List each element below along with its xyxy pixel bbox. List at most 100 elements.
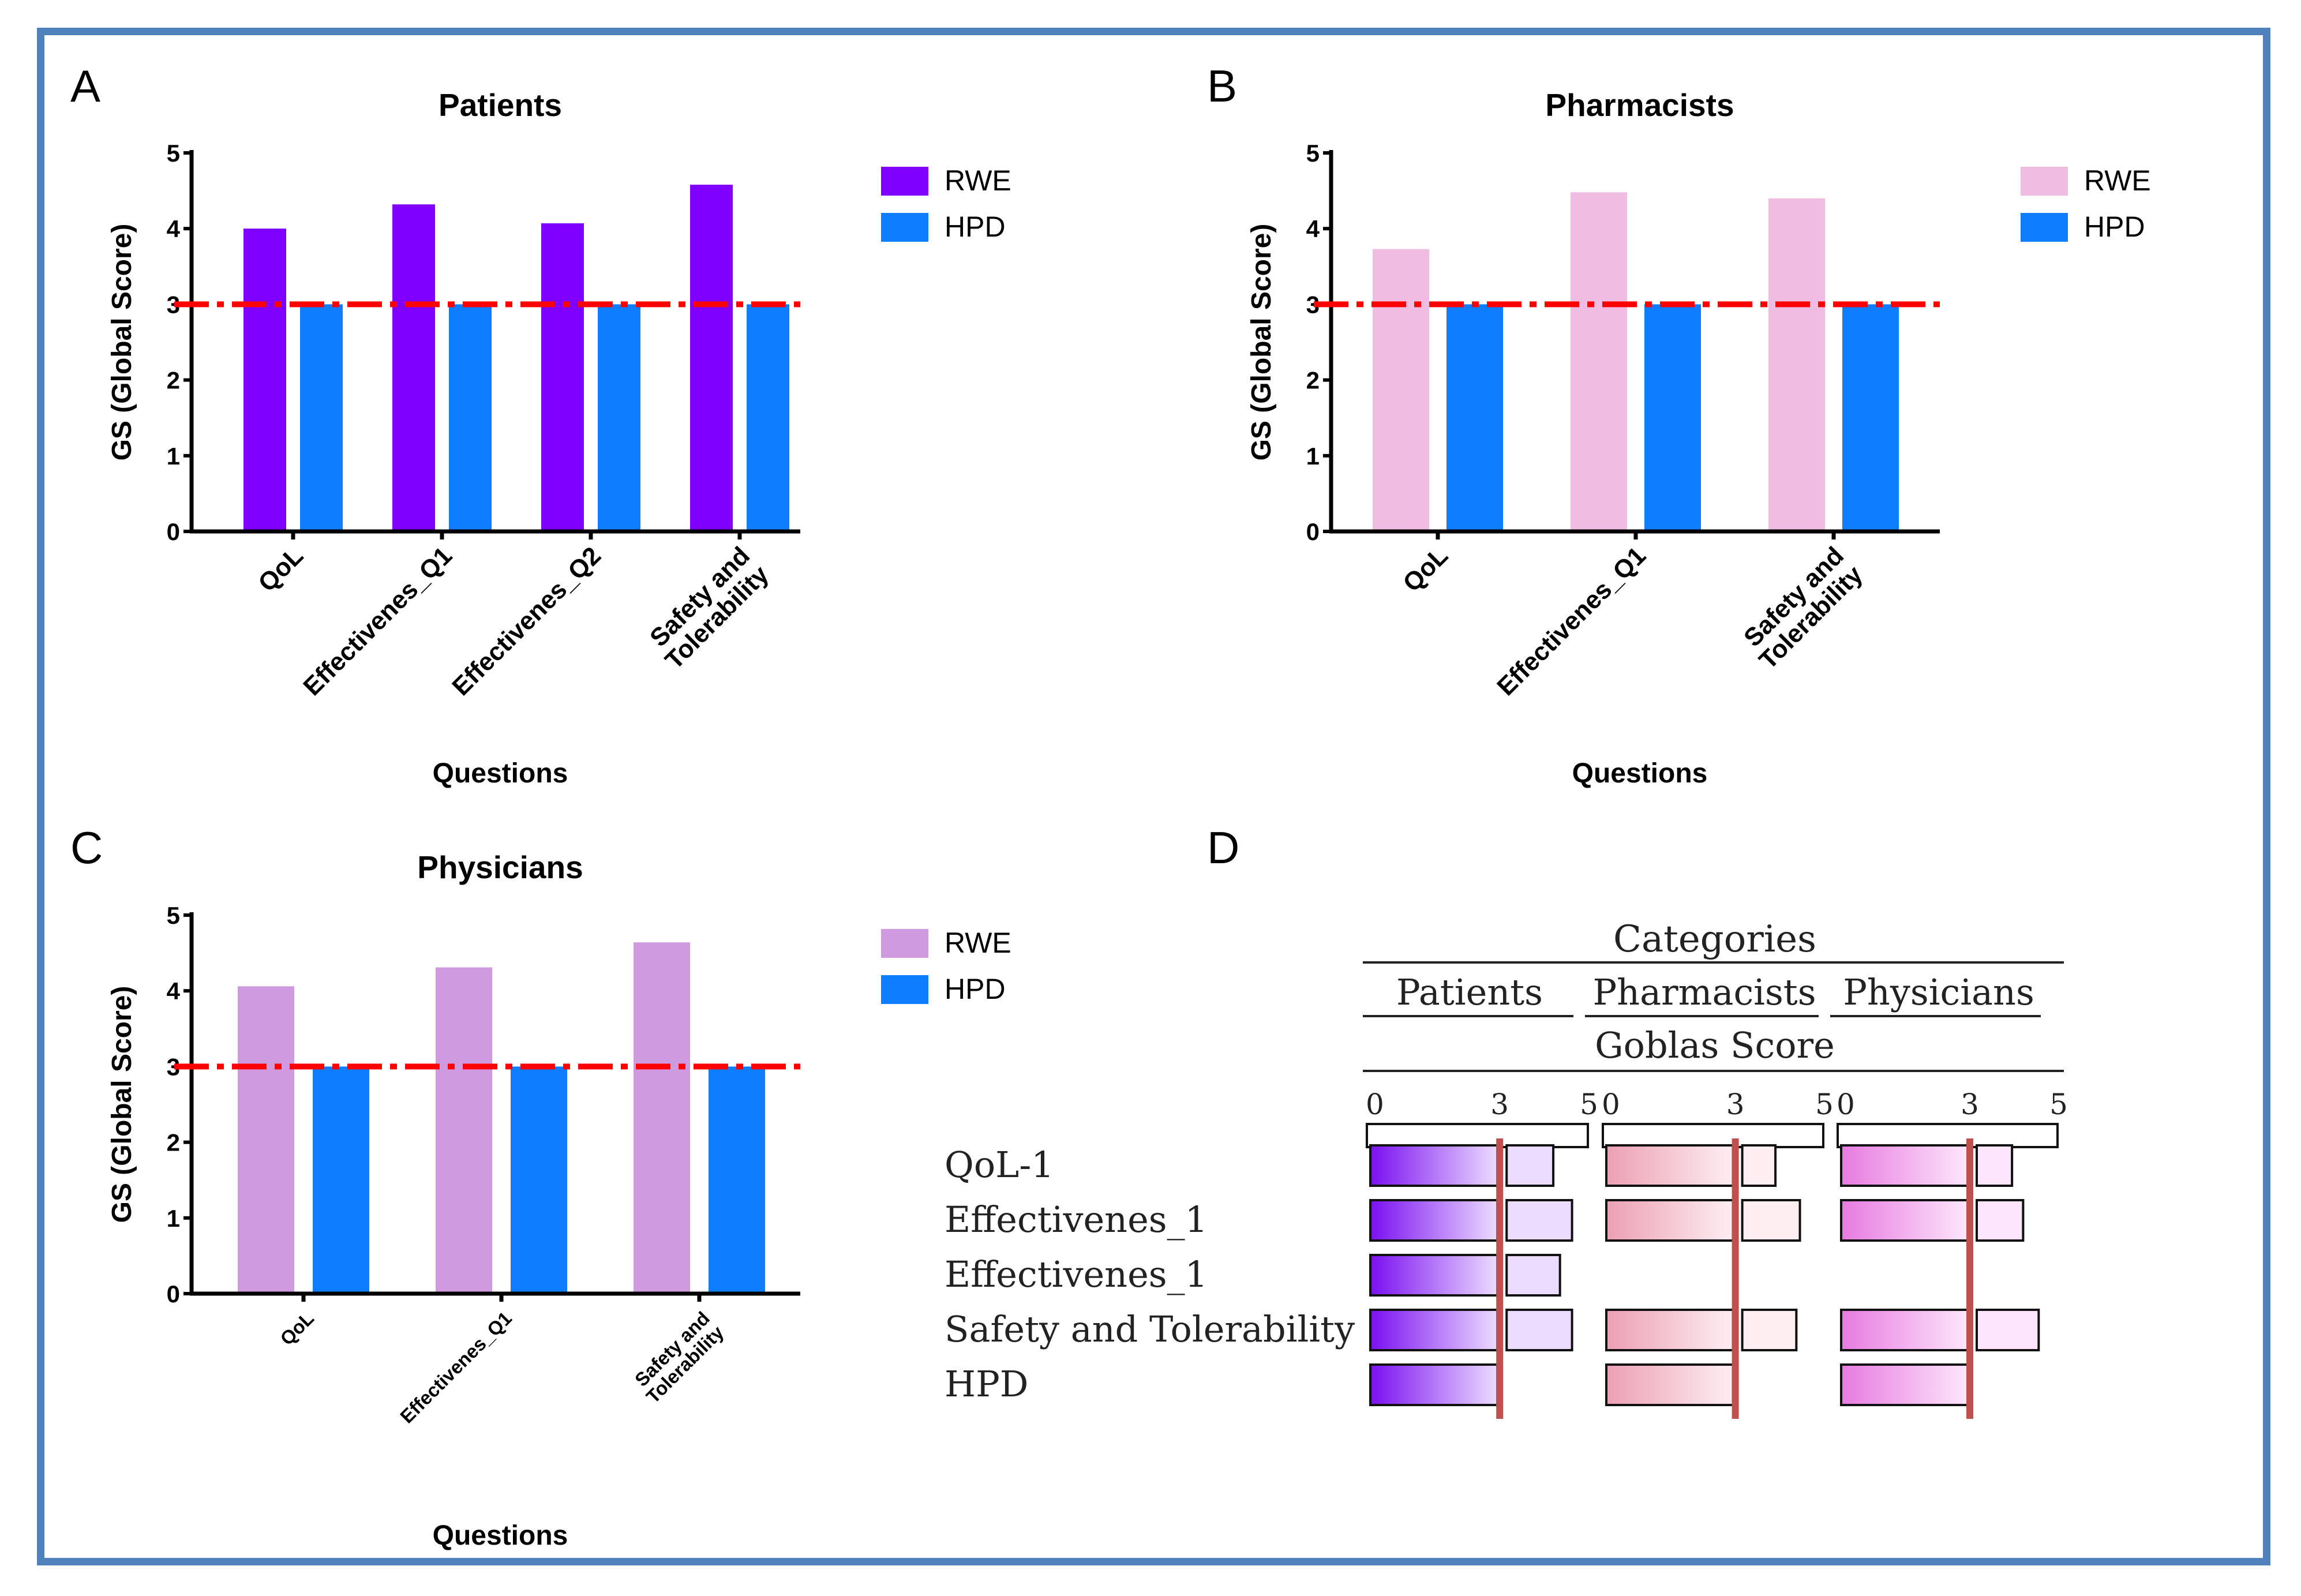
legend-swatch-rwe: [881, 929, 928, 958]
panel-letter-c: C: [70, 822, 103, 873]
x-tick-label-0: QoL: [253, 541, 309, 597]
scale-box-0: [1366, 1123, 1589, 1148]
table-bar-high-1-2: [1976, 1199, 2025, 1242]
x-tick-label-line-1-0: Effectivenes_Q1: [1491, 541, 1651, 701]
table-bar-low-3-2: [1840, 1309, 1969, 1351]
y-axis-label: GS (Global Score): [107, 986, 137, 1223]
legend-swatch-hpd: [881, 975, 928, 1004]
legend-label-rwe: RWE: [945, 164, 1011, 197]
x-tick-label-1: Effectivenes_Q1: [298, 541, 458, 701]
table-bar-low-0-2: [1840, 1144, 1969, 1187]
legend-swatch-rwe: [2021, 167, 2068, 196]
y-axis-label: GS (Global Score): [107, 224, 137, 461]
panel-letter-a: A: [70, 61, 100, 111]
y-tick-label-1: 1: [1306, 443, 1320, 470]
table-row-label-2: Effectivenes_1: [945, 1253, 1208, 1295]
legend-swatch-hpd: [2021, 213, 2068, 242]
bar-rwe-2: [634, 942, 690, 1294]
scale-box-2: [1837, 1123, 2059, 1148]
x-tick-label-line-1-0: Effectivenes_Q1: [396, 1307, 516, 1428]
y-tick-label-4: 4: [167, 215, 181, 242]
table-bar-low-0-0: [1369, 1144, 1499, 1187]
bar-hpd-2: [709, 1066, 765, 1294]
y-tick-label-1: 1: [167, 443, 180, 470]
x-tick-label-line-1-0: Effectivenes_Q1: [298, 541, 458, 701]
legend-label-rwe: RWE: [2084, 164, 2151, 197]
chart-title: Pharmacists: [1545, 87, 1734, 123]
bar-hpd-1: [449, 304, 492, 531]
y-tick-label-2: 2: [167, 367, 180, 394]
table-column-2: Physicians: [1843, 971, 2034, 1013]
table-bar-low-3-1: [1605, 1309, 1734, 1351]
table-row-label-1: Effectivenes_1: [945, 1198, 1208, 1241]
x-tick-label-0: QoL: [1397, 541, 1453, 597]
table-column-1: Pharmacists: [1592, 971, 1816, 1013]
y-tick-label-0: 0: [1306, 518, 1320, 545]
legend-label-hpd: HPD: [945, 973, 1006, 1005]
bar-hpd-1: [1644, 304, 1701, 531]
scale-label-2-0: 0: [1837, 1088, 1855, 1121]
table-row-label-4: HPD: [945, 1363, 1029, 1405]
table-bar-high-0-0: [1505, 1144, 1555, 1187]
legend-swatch-hpd: [881, 213, 928, 242]
scale-label-1-1: 3: [1726, 1088, 1745, 1121]
table-header: Categories: [1613, 918, 1816, 961]
bar-rwe-0: [243, 228, 286, 531]
y-tick-label-5: 5: [167, 902, 180, 929]
x-axis-label: Questions: [433, 1520, 568, 1551]
table-bar-low-1-0: [1369, 1199, 1499, 1242]
bar-hpd-2: [1842, 304, 1899, 531]
table-bar-low-4-2: [1840, 1363, 1969, 1406]
y-tick-label-1: 1: [167, 1205, 180, 1232]
bar-rwe-1: [1571, 192, 1627, 531]
y-tick-label-3: 3: [167, 1053, 180, 1080]
scale-label-0-1: 3: [1490, 1088, 1509, 1121]
table-bar-low-1-1: [1605, 1199, 1734, 1242]
legend-swatch-rwe: [881, 167, 928, 196]
table-bar-low-1-2: [1840, 1199, 1969, 1242]
x-tick-label-1: Effectivenes_Q1: [396, 1307, 516, 1428]
legend-label-rwe: RWE: [945, 927, 1011, 959]
bar-rwe-3: [690, 185, 733, 531]
table-column-0: Patients: [1396, 971, 1543, 1013]
y-tick-label-2: 2: [167, 1129, 180, 1156]
legend-label-hpd: HPD: [2084, 211, 2145, 243]
bar-hpd-1: [511, 1066, 567, 1294]
table-bar-high-1-0: [1505, 1199, 1573, 1242]
x-tick-label-2: Safety andTolerability: [1735, 541, 1868, 675]
x-tick-label-line-2-0: Effectivenes_Q2: [447, 541, 606, 701]
chart-patients: PatientsQoLEffectivenes_Q1Effectivenes_Q…: [107, 87, 1011, 789]
x-axis-label: Questions: [1572, 758, 1708, 789]
scale-box-1: [1602, 1123, 1824, 1148]
table-bar-high-3-0: [1505, 1309, 1573, 1351]
bar-rwe-0: [1373, 249, 1429, 531]
scale-label-1-0: 0: [1602, 1088, 1620, 1121]
bar-hpd-0: [1446, 304, 1503, 531]
table-row-label-0: QoL-1: [945, 1144, 1054, 1186]
panel-letter-b: B: [1207, 61, 1237, 111]
figure-canvas: A B C D PatientsQoLEffectivenes_Q1Effect…: [70, 61, 2151, 1551]
bar-rwe-0: [238, 986, 294, 1294]
bar-rwe-2: [541, 223, 584, 531]
scale-label-2-2: 5: [2049, 1088, 2068, 1121]
panel-letter-d: D: [1207, 822, 1239, 873]
x-tick-label-3: Safety andTolerability: [641, 541, 774, 675]
chart-title: Patients: [439, 87, 562, 123]
y-tick-label-3: 3: [1306, 291, 1320, 318]
legend-label-hpd: HPD: [945, 211, 1006, 243]
table-bar-low-2-0: [1369, 1254, 1499, 1297]
x-tick-label-2: Safety andTolerability: [628, 1307, 728, 1407]
table-bar-low-4-0: [1369, 1363, 1499, 1406]
table-bar-high-1-1: [1741, 1199, 1801, 1242]
table-bar-high-3-2: [1976, 1309, 2040, 1351]
x-axis-label: Questions: [433, 758, 568, 789]
x-tick-label-1: Effectivenes_Q1: [1491, 541, 1651, 701]
bar-rwe-1: [392, 204, 435, 531]
y-tick-label-5: 5: [1306, 140, 1320, 167]
bar-hpd-3: [747, 304, 789, 531]
bar-hpd-2: [598, 304, 640, 531]
